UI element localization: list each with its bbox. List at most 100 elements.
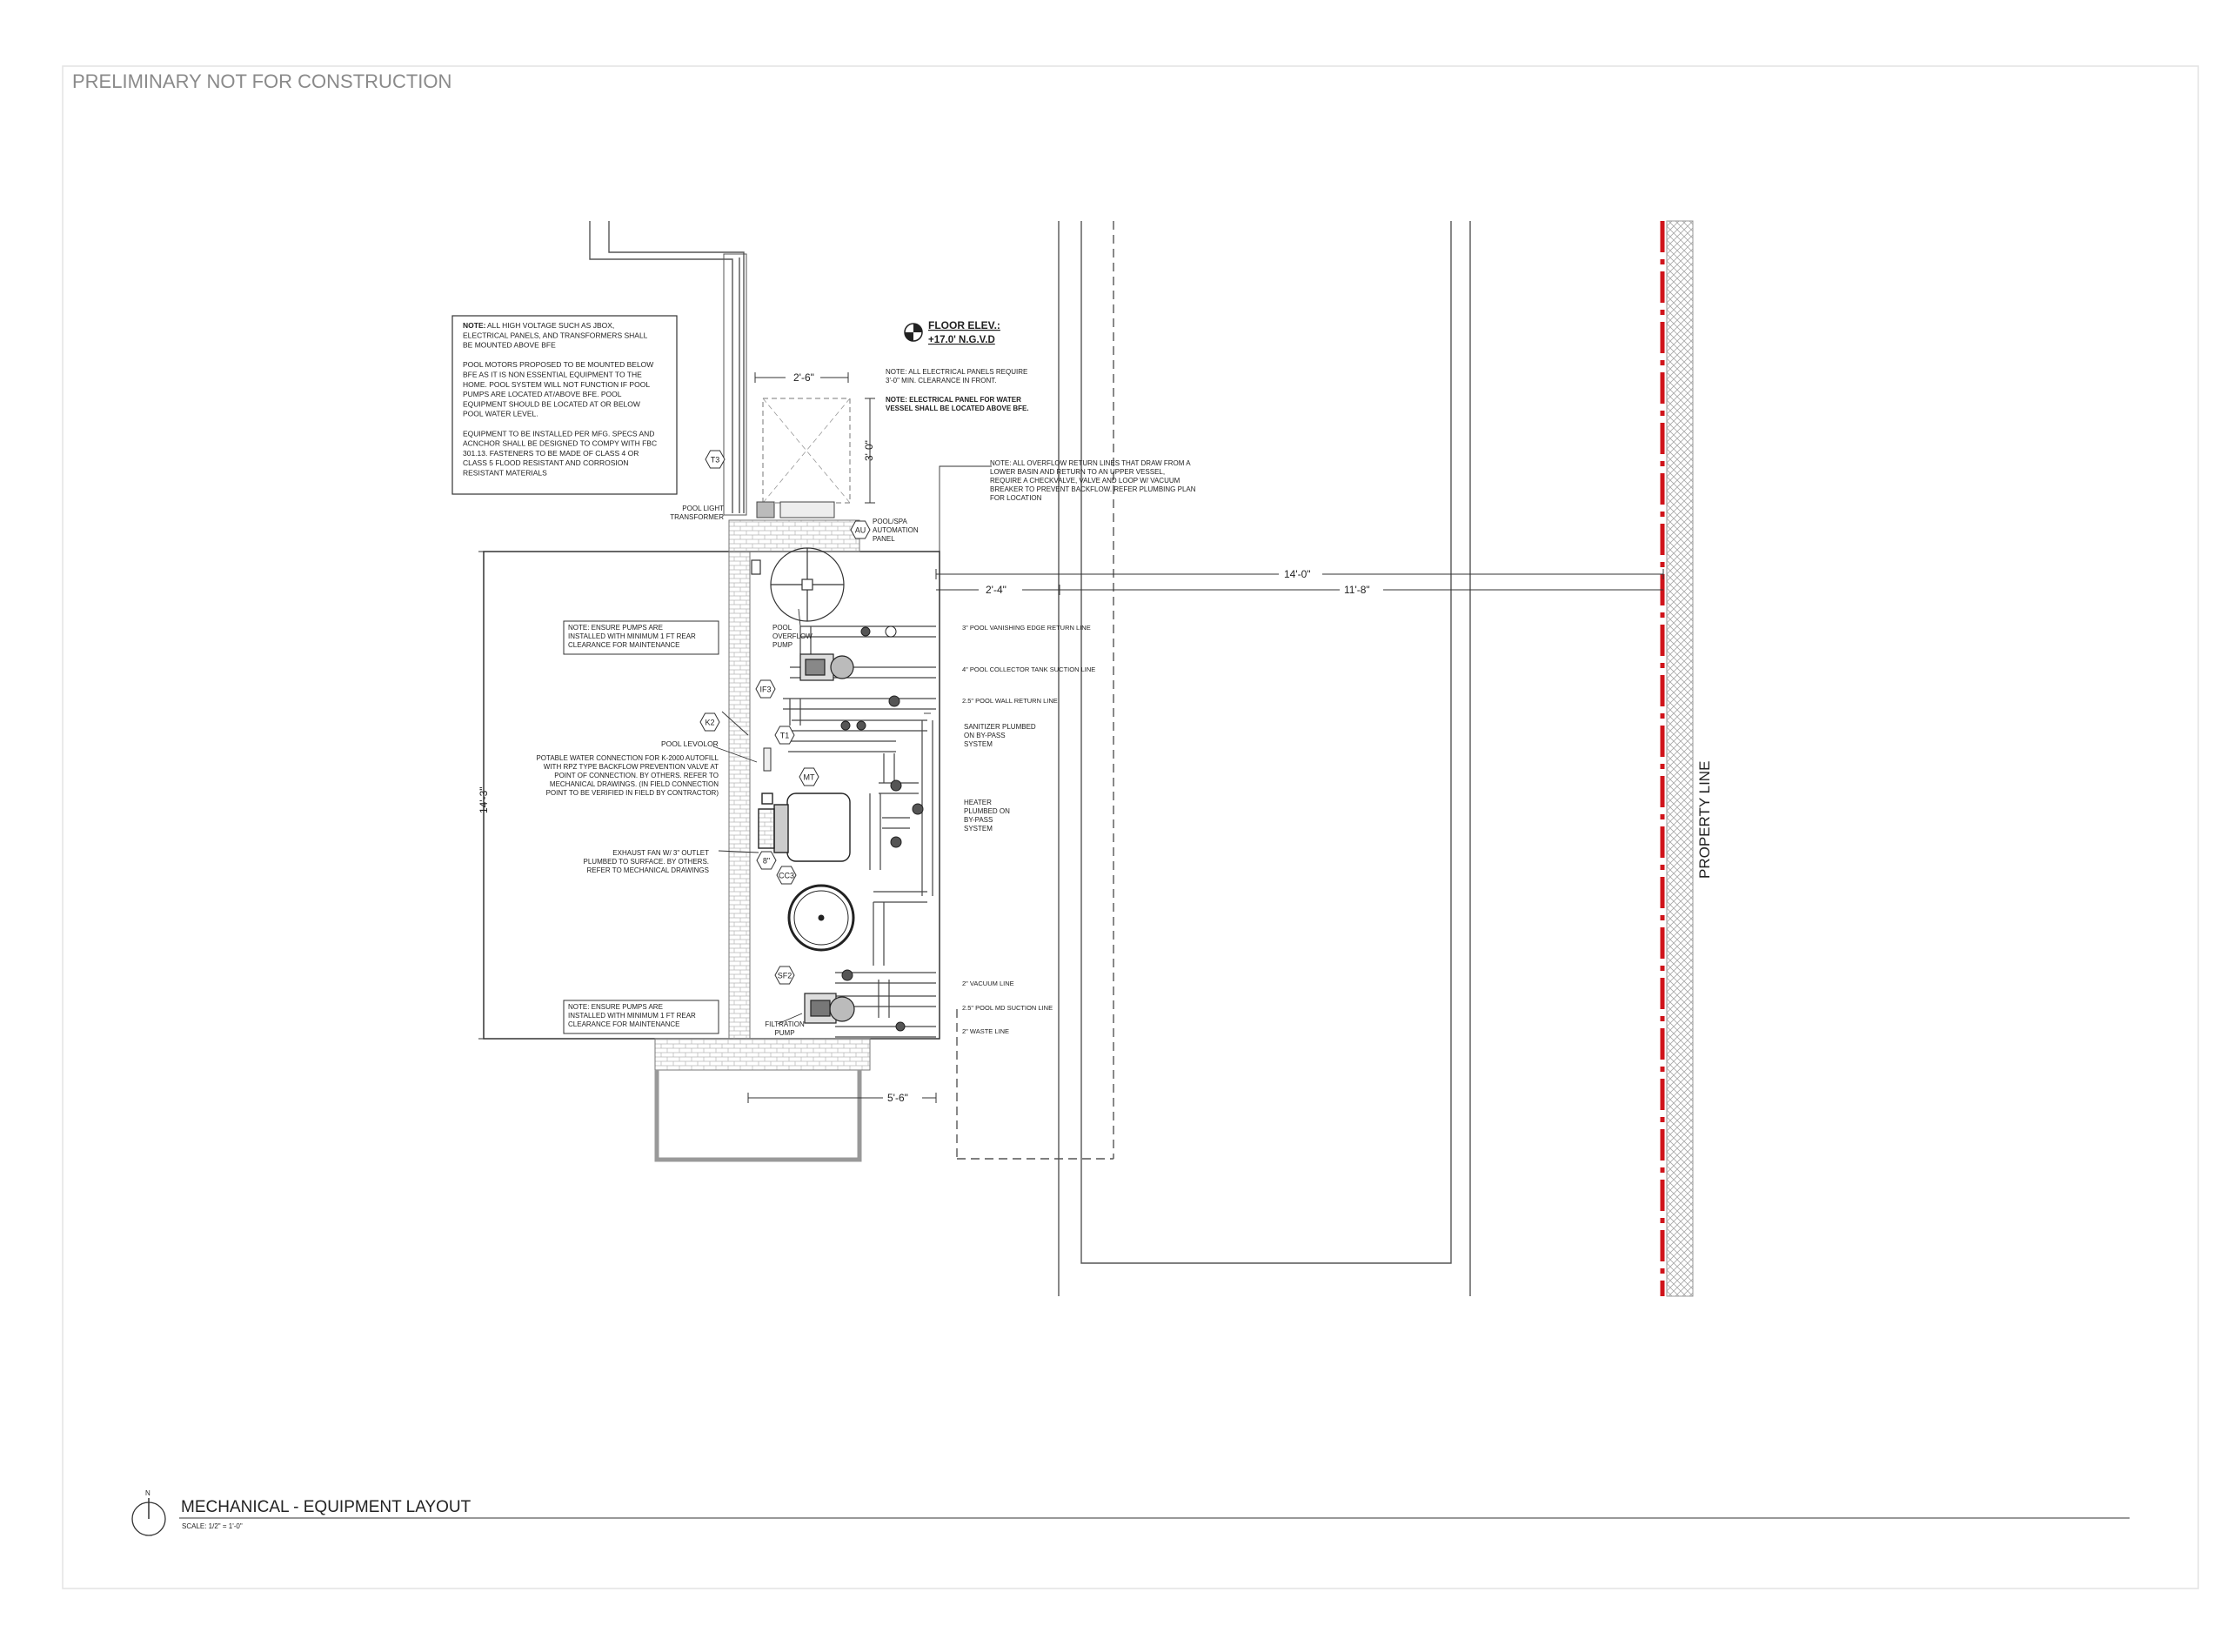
note-line: NOTE: ENSURE PUMPS ARE: [568, 1003, 663, 1011]
note-panels-clearance: NOTE: ALL ELECTRICAL PANELS REQUIRE3'-0"…: [886, 368, 1027, 385]
sheet-border: [62, 65, 2199, 1589]
note-line: ON BY-PASS: [964, 732, 1006, 739]
heater: [758, 793, 851, 862]
tag-t1: T1: [780, 732, 790, 740]
note-line: PUMP: [774, 1029, 794, 1037]
note-line: POINT OF CONNECTION. BY OTHERS. REFER TO: [554, 772, 719, 779]
note-box-pumps-top: [563, 620, 719, 655]
north-arrow: [131, 1498, 166, 1536]
note-high-voltage: NOTE:ALL HIGH VOLTAGE SUCH AS JBOX,ELECT…: [463, 321, 657, 478]
north-label: N: [145, 1489, 150, 1497]
note-line: RESISTANT MATERIALS: [463, 469, 547, 478]
dim-top-depth: 3'-0": [863, 440, 875, 461]
dim-bg: [1279, 566, 1322, 580]
note-line: HEATER: [964, 799, 992, 806]
filtration-pump: [804, 993, 855, 1024]
line-vacuum: 2" VACUUM LINE: [962, 980, 1014, 987]
note-line: WITH RPZ TYPE BACKFLOW PREVENTION VALVE …: [544, 763, 719, 771]
note-line: INSTALLED WITH MINIMUM 1 FT REAR: [568, 1012, 696, 1020]
preliminary-label: PRELIMINARY NOT FOR CONSTRUCTION: [72, 70, 451, 92]
note-line: SYSTEM: [964, 740, 993, 748]
note-line: EQUIPMENT SHOULD BE LOCATED AT OR BELOW: [463, 399, 640, 408]
floor-elev-value: +17.0' N.G.V.D: [928, 335, 995, 345]
note-line: 301.13. FASTENERS TO BE MADE OF CLASS 4 …: [463, 449, 639, 458]
overflow-tank: [751, 547, 845, 622]
note-line: PUMP: [772, 641, 792, 649]
tag-hexagon: [699, 712, 720, 732]
dim-bg: [786, 369, 820, 383]
dimensions: [478, 372, 1664, 1103]
note-line: REFER TO MECHANICAL DRAWINGS: [587, 866, 709, 874]
floor-elev-title: FLOOR ELEV.:: [928, 319, 1000, 331]
tag-k2: K2: [705, 719, 714, 727]
drawing-scale: SCALE: 1/2" = 1'-0": [182, 1522, 243, 1530]
leaders: [712, 465, 992, 1025]
tag-fan: 8": [763, 857, 770, 866]
note-box-high-voltage: [451, 315, 678, 495]
note-line: NOTE: ENSURE PUMPS ARE: [568, 624, 663, 632]
note-line: EQUIPMENT TO BE INSTALLED PER MFG. SPECS…: [463, 429, 654, 438]
tag-hexagon: [756, 851, 777, 870]
note-line: TRANSFORMER: [670, 513, 724, 521]
note-line: PUMPS ARE LOCATED AT/ABOVE BFE. POOL: [463, 390, 622, 398]
note-lead: NOTE:: [463, 321, 486, 330]
note-line: POOL: [772, 624, 792, 632]
piping: [783, 625, 936, 1038]
note-line: 3'-0" MIN. CLEARANCE IN FRONT.: [886, 377, 997, 385]
line-vanishing-edge: 3" POOL VANISHING EDGE RETURN LINE: [962, 624, 1091, 632]
note-line: HOME. POOL SYSTEM WILL NOT FUNCTION IF P…: [463, 380, 650, 389]
dim-bottom-width: 5'-6": [887, 1092, 908, 1104]
note-line: VESSEL SHALL BE LOCATED ABOVE BFE.: [886, 405, 1029, 412]
note-line: POOL MOTORS PROPOSED TO BE MOUNTED BELOW: [463, 360, 653, 369]
note-line: BY-PASS: [964, 816, 993, 824]
note-line: CLEARANCE FOR MAINTENANCE: [568, 1020, 679, 1028]
note-line: LOWER BASIN AND RETURN TO AN UPPER VESSE…: [990, 468, 1165, 476]
line-collector-suction: 4" POOL COLLECTOR TANK SUCTION LINE: [962, 665, 1095, 673]
cartridge-filter: [787, 884, 855, 952]
note-line: AUTOMATION: [873, 526, 919, 534]
tag-hexagon: [774, 966, 795, 985]
note-line: BFE AS IT IS NON ESSENTIAL EQUIPMENT TO …: [463, 371, 642, 379]
dim-top-width: 2'-6": [793, 371, 814, 384]
note-line: PLUMBED ON: [964, 807, 1010, 815]
tag-hexagon: [705, 450, 726, 469]
levolor: [763, 747, 772, 772]
floor-elev-marker: [904, 323, 923, 342]
tag-cc: CC3: [779, 872, 794, 880]
label-potable-water: POTABLE WATER CONNECTION FOR K-2000 AUTO…: [536, 754, 719, 797]
dim-14-0: 14'-0": [1284, 568, 1311, 580]
note-line: ELECTRICAL PANELS, AND TRANSFORMERS SHAL…: [463, 331, 648, 339]
note-line: BE MOUNTED ABOVE BFE: [463, 341, 556, 350]
note-line: FOR LOCATION: [990, 494, 1042, 502]
note-line: POOL/SPA: [873, 518, 908, 525]
dim-11-8: 11'-8": [1344, 584, 1370, 596]
line-waste: 2" WASTE LINE: [962, 1027, 1009, 1035]
equipment-room: [483, 398, 940, 1162]
note-line: POOL LIGHT: [682, 505, 724, 512]
label-levolor: POOL LEVOLOR: [661, 739, 719, 748]
tag-if3: IF3: [759, 686, 771, 694]
dim-2-4: 2'-4": [986, 584, 1006, 596]
tag-hexagon: [799, 767, 819, 786]
pool-overflow-pump: [799, 653, 854, 681]
tag-sf2: SF2: [778, 972, 792, 980]
line-wall-return: 2.5" POOL WALL RETURN LINE: [962, 697, 1058, 705]
note-line: SYSTEM: [964, 825, 993, 833]
note-line: NOTE: ELECTRICAL PANEL FOR WATER: [886, 396, 1021, 404]
tag-au: AU: [855, 526, 866, 535]
note-line: ALL HIGH VOLTAGE SUCH AS JBOX,: [487, 321, 614, 330]
note-overflow: NOTE: ALL OVERFLOW RETURN LINES THAT DRA…: [990, 459, 1196, 502]
note-line: ACNCHOR SHALL BE DESIGNED TO COMPY WITH …: [463, 439, 657, 448]
line-md-suction: 2.5" POOL MD SUCTION LINE: [962, 1004, 1053, 1012]
dim-bg: [1340, 583, 1383, 597]
